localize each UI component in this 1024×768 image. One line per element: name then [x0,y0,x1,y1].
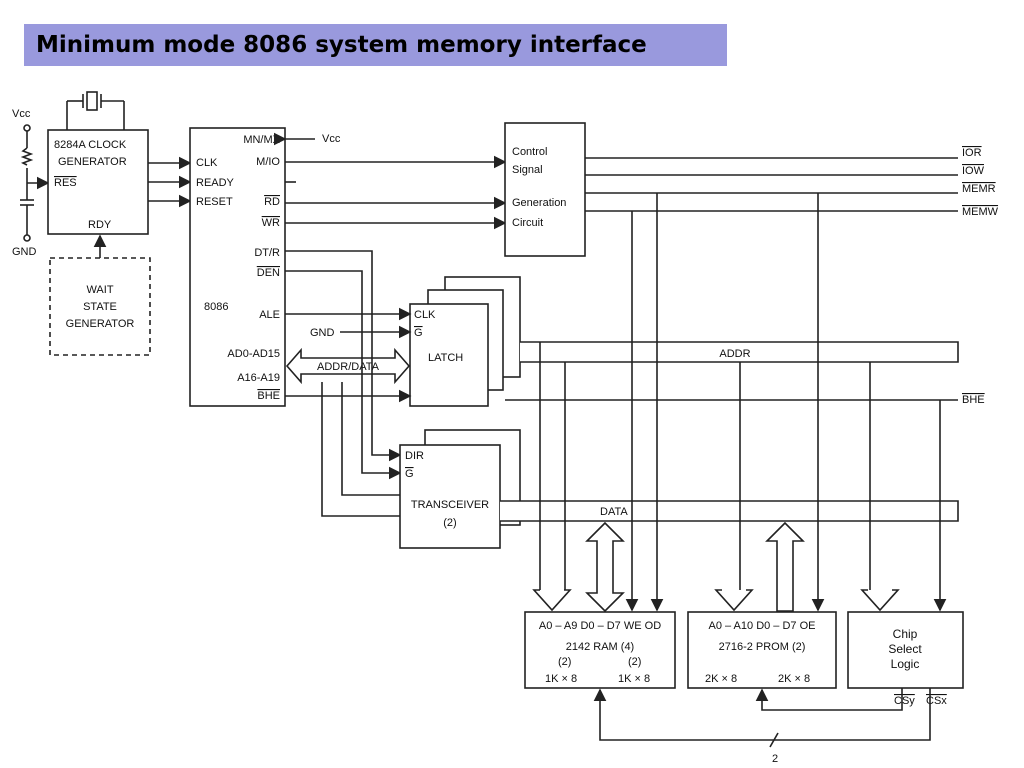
latch-box [409,303,489,407]
transceiver-box [399,444,501,549]
wr-pin: WR [262,217,280,229]
rdy-label: RDY [88,219,112,231]
clock-gen-line1: 8284A CLOCK [54,139,127,151]
chip-select-box [847,611,964,689]
ale-pin: ALE [259,309,280,321]
slide-title: Minimum mode 8086 system memory interfac… [36,32,647,58]
reset-pin: RESET [196,196,233,208]
wait-line2: STATE [83,301,117,313]
trans-g-label: G [405,468,414,480]
prom-size-right: 2K × 8 [778,673,810,685]
memr-label: MEMR [962,183,996,195]
cs-x-label: CSx [926,695,947,707]
prom-box [687,611,837,689]
cpu-8086-box [189,127,286,407]
den-pin: DEN [257,267,280,279]
transceiver-line2: (2) [443,517,456,529]
data-bus-label: DATA [600,506,628,518]
addr-data-arrow [285,347,411,385]
ad-pin: AD0-AD15 [227,348,280,360]
ram-name: 2142 RAM (4) [566,641,634,653]
transceiver-line1: TRANSCEIVER [411,499,489,511]
bus-taps [539,193,947,612]
latch-clk: CLK [414,309,436,321]
ram-sub-left: (2) [558,656,571,668]
bus-count-label: 2 [772,753,778,765]
res-label: RES [54,177,77,189]
iow-label: IOW [962,165,985,177]
mn-mx-pin: MN/MX [243,134,280,146]
data-bus [500,500,959,522]
prom-name: 2716-2 PROM (2) [719,641,806,653]
ram-size-right: 1K × 8 [618,673,650,685]
ior-label: IOR [962,147,982,159]
ram-sub-right: (2) [628,656,641,668]
addr-bus-label: ADDR [719,348,750,360]
latch-label: LATCH [428,352,463,364]
addr-bus [520,341,959,363]
ready-pin: READY [196,177,235,189]
dt-r-pin: DT/R [254,247,280,259]
vcc-left-label: Vcc [12,108,31,120]
clock-generator-box [47,129,149,235]
control-line2: Signal [512,164,543,176]
prom-pins: A0 – A10 D0 – D7 OE [708,620,815,632]
cs-line3: Logic [891,657,920,671]
title-bar: Minimum mode 8086 system memory interfac… [24,24,727,66]
ram-box [524,611,676,689]
prom-size-left: 2K × 8 [705,673,737,685]
prom-data-arrow [765,521,805,612]
control-line4: Circuit [512,217,543,229]
vcc-right-label: Vcc [322,133,341,145]
cs-line2: Select [888,642,922,656]
wait-line1: WAIT [86,284,113,296]
control-bus-lines [585,157,958,212]
bhe-pin: BHE [257,390,280,402]
addr-data-label: ADDR/DATA [317,361,380,373]
gnd-latch-label: GND [310,327,335,339]
cs-line1: Chip [893,627,918,641]
control-circuit-box [504,122,586,257]
ram-pins: A0 – A9 D0 – D7 WE OD [539,620,661,632]
m-io-pin: M/IO [256,156,280,168]
bhe-bus-label: BHE [962,394,985,406]
wait-line3: GENERATOR [66,318,135,330]
gnd-label: GND [12,246,37,258]
dir-label: DIR [405,450,424,462]
ram-data-arrow [585,521,625,613]
control-line1: Control [512,146,547,158]
a16-pin: A16-A19 [237,372,280,384]
control-line3: Generation [512,197,566,209]
clock-gen-line2: GENERATOR [58,156,127,168]
cpu-label: 8086 [204,301,228,313]
power-network [20,91,125,242]
memw-label: MEMW [962,206,999,218]
cs-y-label: CSy [894,695,915,707]
ram-size-left: 1K × 8 [545,673,577,685]
latch-g: G [414,327,423,339]
rd-pin: RD [264,196,280,208]
clk-pin: CLK [196,157,218,169]
